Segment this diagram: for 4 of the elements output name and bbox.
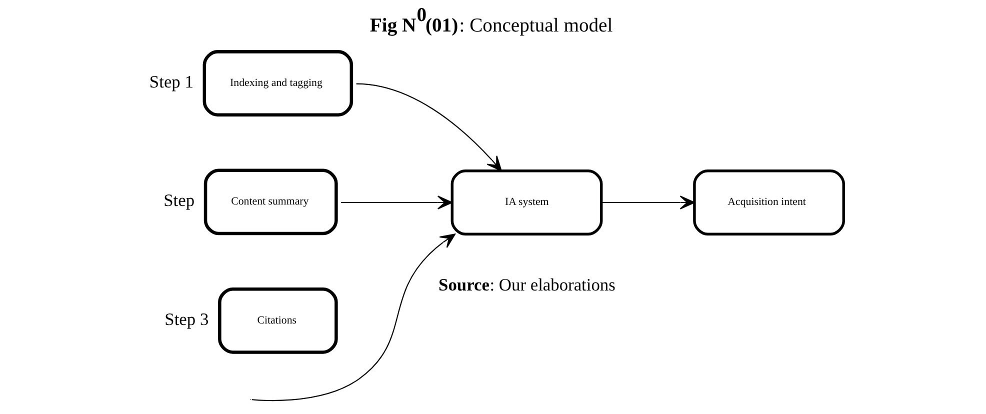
- caption: Source: Our elaborations: [438, 274, 616, 294]
- node-label: Step 3: [164, 308, 209, 329]
- node-label: Step 1: [149, 71, 194, 92]
- node-label: Step: [164, 190, 195, 210]
